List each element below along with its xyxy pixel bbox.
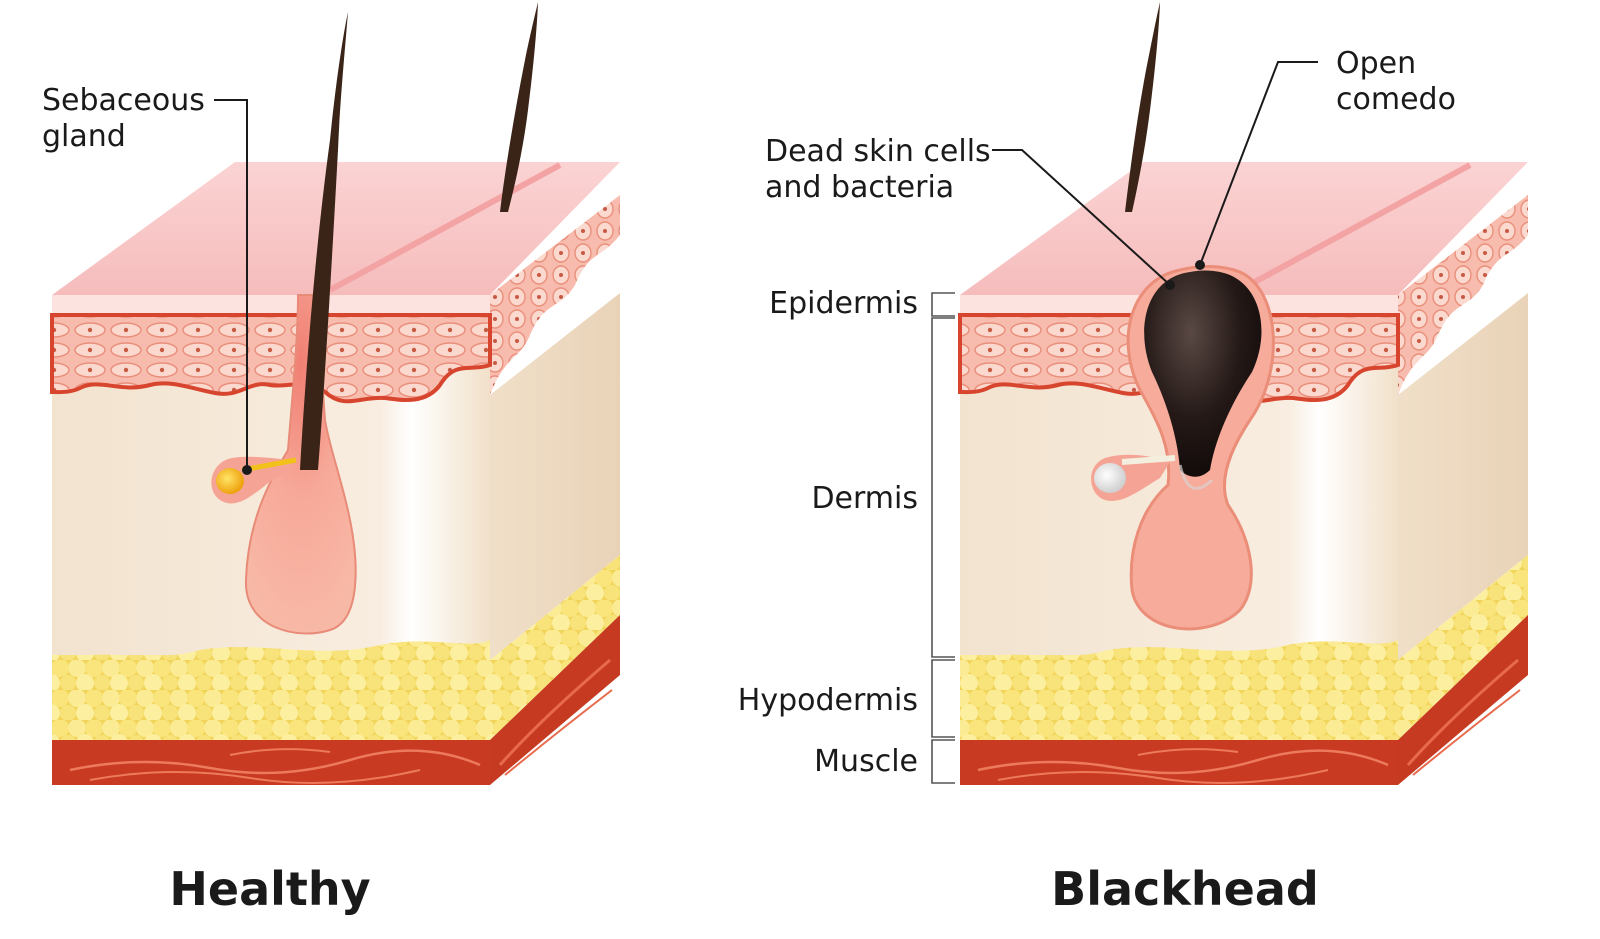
bracket-epidermis — [931, 292, 955, 317]
side-face-epidermis — [1398, 195, 1528, 395]
side-face-dermis — [1398, 293, 1528, 660]
bracket-dermis — [931, 317, 955, 658]
label-sebaceous-line2: gland — [42, 119, 126, 154]
comedo-plug — [1144, 270, 1262, 477]
side-face-fat — [1398, 555, 1528, 740]
hypodermis-layer — [52, 655, 490, 740]
label-dead-skin-line2: and bacteria — [765, 170, 954, 205]
title-healthy: Healthy — [169, 862, 370, 916]
label-dermis: Dermis — [811, 481, 918, 516]
top-face-skin — [52, 162, 620, 295]
label-dead-skin-line1: Dead skin cells — [765, 134, 991, 169]
side-face-dermis — [490, 293, 620, 660]
label-muscle: Muscle — [814, 744, 918, 779]
label-open-comedo-line1: Open — [1336, 46, 1416, 81]
hair-shaft — [300, 12, 348, 470]
hair-shaft-back — [500, 2, 538, 212]
top-face-skin — [960, 162, 1528, 295]
hair-shaft — [1125, 2, 1160, 212]
side-face-epidermis — [490, 195, 620, 395]
blackhead-skin-block — [958, 2, 1528, 785]
leader-dot-dead-skin — [1165, 280, 1175, 290]
leader-sebaceous — [214, 99, 248, 470]
bracket-hypodermis — [931, 659, 955, 738]
hypodermis-layer — [960, 655, 1398, 740]
label-open-comedo-line2: comedo — [1336, 82, 1456, 117]
label-epidermis: Epidermis — [769, 286, 918, 321]
label-hypodermis: Hypodermis — [738, 683, 918, 718]
title-blackhead: Blackhead — [1051, 862, 1319, 916]
side-face-fat — [490, 555, 620, 740]
healthy-skin-block — [50, 2, 620, 785]
leader-open-comedo — [1199, 61, 1318, 266]
label-sebaceous-line1: Sebaceous — [42, 83, 205, 118]
bracket-muscle — [931, 739, 955, 784]
leader-dot-sebaceous — [242, 465, 252, 475]
epidermis-layer — [50, 313, 492, 404]
leader-dot-open-comedo — [1195, 260, 1205, 270]
leader-dead-skin — [992, 149, 1171, 286]
